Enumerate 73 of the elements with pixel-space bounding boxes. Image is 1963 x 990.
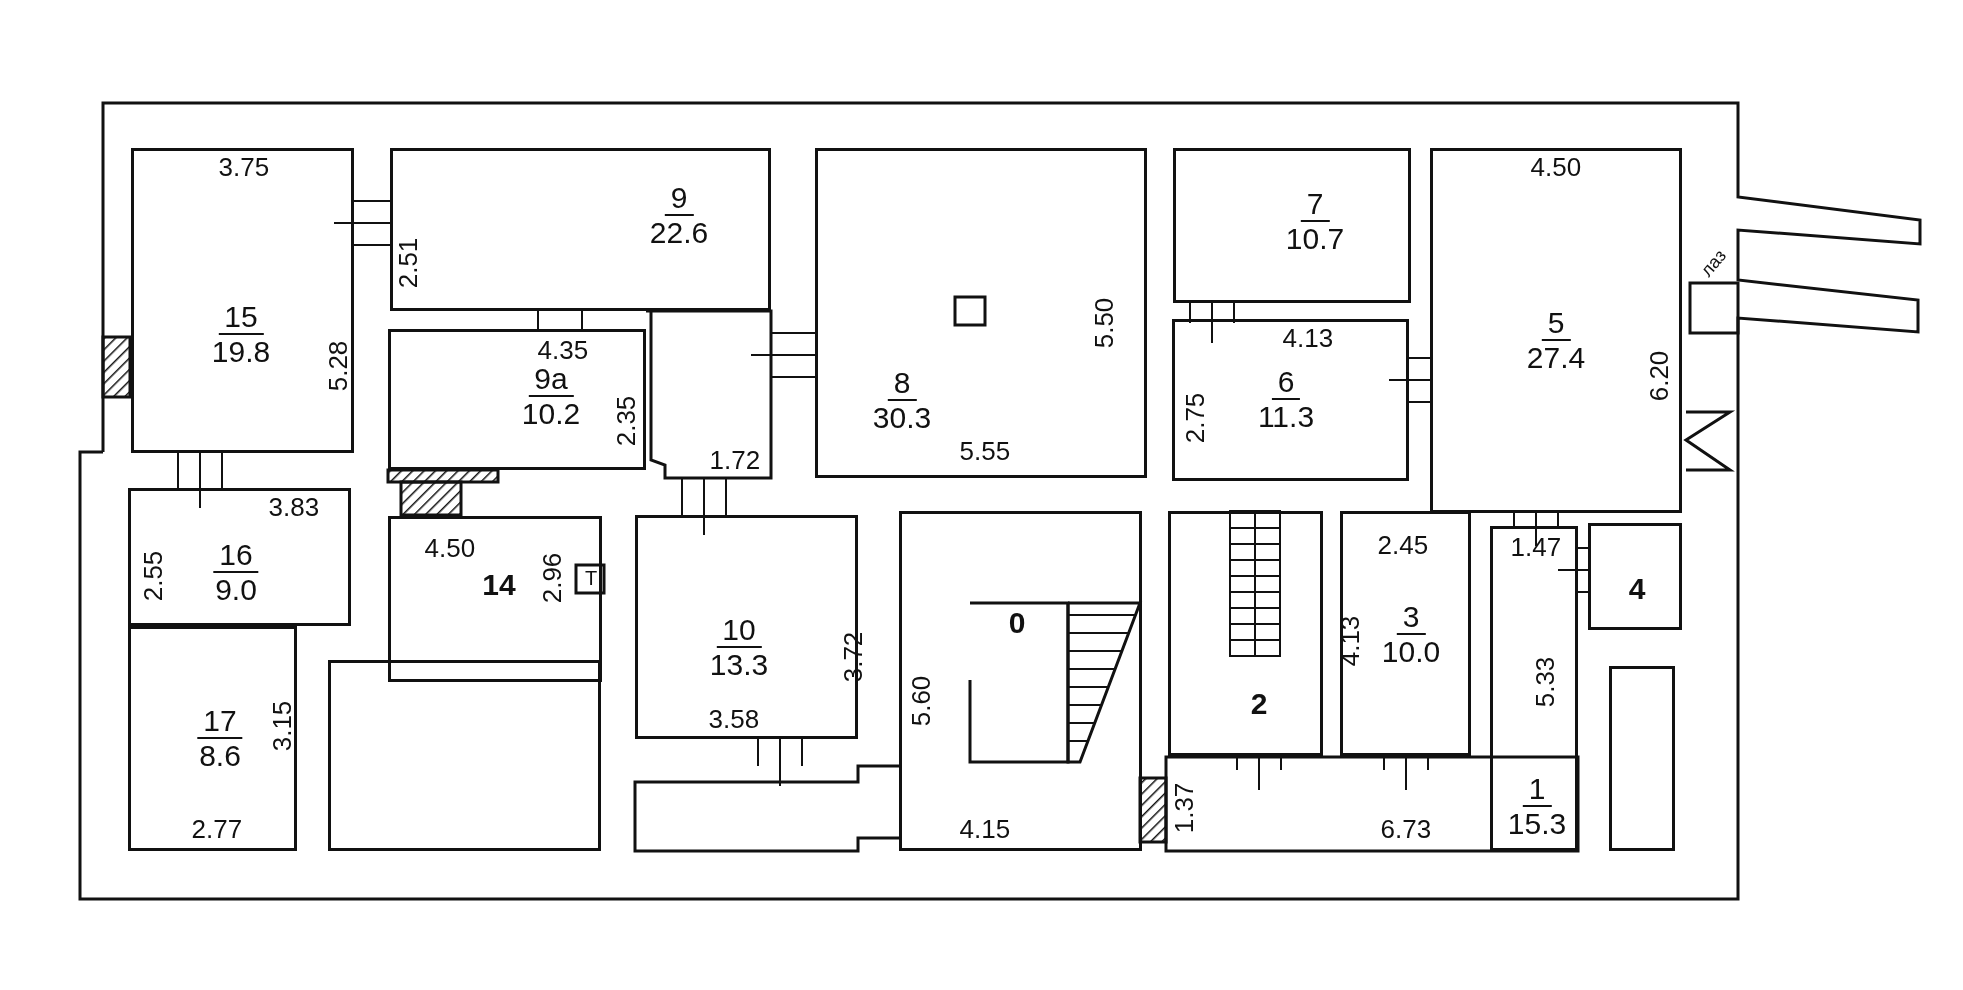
room-number: 9а [528, 363, 574, 397]
dimension-label: 1.47 [1510, 533, 1562, 561]
dimension-label: 6.73 [1380, 815, 1432, 843]
room-outline [1172, 319, 1409, 481]
room-outline [388, 516, 602, 682]
dimension-label: 3.83 [268, 493, 320, 521]
room-area: 10.7 [1285, 222, 1345, 256]
room-number: 17 [197, 705, 243, 739]
room-number: 2 [1249, 688, 1269, 720]
dimension-label: 6.20 [1644, 350, 1673, 402]
dimension-label: 4.50 [1530, 153, 1582, 181]
room-outline [1588, 523, 1682, 630]
room-number: 16 [213, 539, 259, 573]
room-number: 5 [1541, 307, 1571, 341]
dimension-label: 5.60 [906, 675, 935, 727]
room-area: 11.3 [1257, 400, 1315, 434]
dimension-label: 2.45 [1377, 531, 1429, 559]
room-number: 1 [1522, 773, 1552, 807]
dimension-label: 5.28 [323, 340, 352, 392]
dimension-label: 3.58 [708, 705, 760, 733]
dimension-label: 2.51 [393, 237, 422, 289]
dimension-label: 2.77 [191, 815, 243, 843]
room-number: 6 [1271, 366, 1301, 400]
room-area: 10.0 [1381, 635, 1441, 669]
dimension-label: 2.35 [611, 395, 640, 447]
room-area: 9.0 [215, 573, 257, 607]
room-outline [1430, 148, 1682, 513]
room-number: 10 [716, 614, 762, 648]
room-area: 15.3 [1507, 807, 1567, 841]
dimension-label: 1.72 [709, 446, 761, 474]
dimension-label: 5.55 [959, 437, 1011, 465]
room-number: 4 [1627, 573, 1647, 605]
fixture-symbol: Т [585, 566, 598, 591]
room-area: 22.6 [649, 216, 709, 250]
room-number: 3 [1396, 601, 1426, 635]
room-number: 9 [664, 182, 694, 216]
room-area: 27.4 [1526, 341, 1586, 375]
room-outline [1168, 511, 1323, 756]
room-outline [128, 488, 351, 626]
room-area: 8.6 [199, 739, 241, 773]
room-number: 8 [887, 367, 917, 401]
room-area: 19.8 [211, 335, 271, 369]
room-outline [128, 626, 297, 851]
dimension-label: 3.15 [267, 700, 296, 752]
room-outline [815, 148, 1147, 478]
dimension-label: 4.50 [424, 534, 476, 562]
room-outline [388, 329, 646, 470]
room-outline [899, 511, 1142, 851]
room-number: 7 [1300, 188, 1330, 222]
dimension-label: 3.75 [218, 153, 270, 181]
room-outline [131, 148, 354, 453]
room-area: 10.2 [521, 397, 581, 431]
dimension-label: 1.37 [1169, 782, 1198, 834]
dimension-label: 5.50 [1089, 297, 1118, 349]
dimension-label: 2.96 [537, 552, 566, 604]
dimension-label: 2.75 [1180, 392, 1209, 444]
passage-label: лаз [1694, 244, 1731, 283]
room-number: 15 [218, 301, 264, 335]
room-outline [1340, 511, 1471, 756]
room-area: 13.3 [709, 648, 769, 682]
room-number: 0 [1007, 607, 1027, 639]
wall-block [1609, 666, 1675, 851]
room-number: 14 [481, 569, 517, 601]
dimension-label: 4.35 [537, 336, 589, 364]
room-outline [1490, 526, 1578, 851]
wall-block [328, 660, 601, 851]
dimension-label: 2.55 [138, 550, 167, 602]
dimension-label: 5.33 [1530, 656, 1559, 708]
dimension-label: 4.13 [1282, 324, 1334, 352]
dimension-label: 4.15 [959, 815, 1011, 843]
room-area: 30.3 [872, 401, 932, 435]
room-outline [1173, 148, 1411, 303]
room-outline [390, 148, 771, 311]
